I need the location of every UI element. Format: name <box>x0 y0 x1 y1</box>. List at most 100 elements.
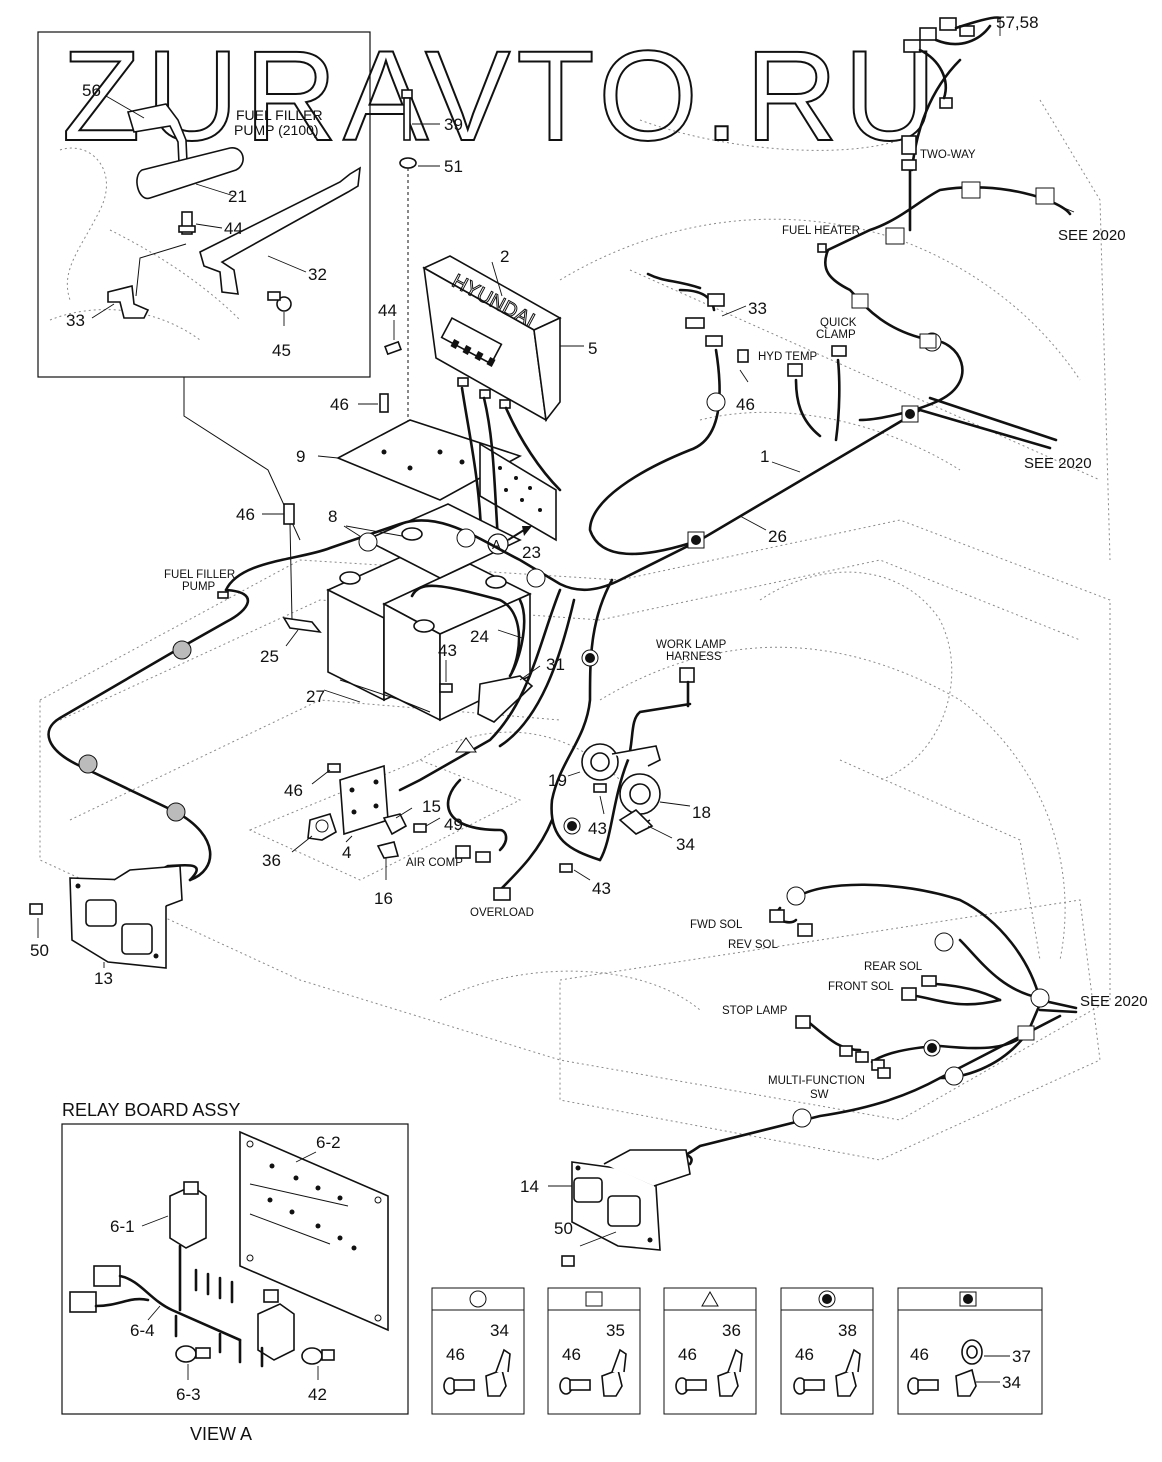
part-5-label: 5 <box>588 339 597 358</box>
lamp-13 <box>29 863 198 969</box>
svg-text:37: 37 <box>1012 1347 1031 1366</box>
fuel-filler-pump-callout-2: PUMP <box>182 581 216 593</box>
fwd-sol-callout: FWD SOL <box>690 919 743 931</box>
part-43a-label: 43 <box>438 641 457 660</box>
horns <box>567 743 691 839</box>
part-36-label: 36 <box>262 851 281 870</box>
main-harness <box>47 58 1072 892</box>
legend-open-circle: 46 34 <box>431 1287 525 1415</box>
part-13-label: 13 <box>94 969 113 988</box>
mounting-plate-9 <box>317 419 523 501</box>
part-8-label: 8 <box>328 507 337 526</box>
svg-text:46: 46 <box>795 1345 814 1364</box>
part-24-label: 24 <box>470 627 489 646</box>
controller-box: HYUNDAI <box>422 255 584 422</box>
work-lamp-connector <box>679 667 695 683</box>
part-46b-label: 46 <box>236 505 255 524</box>
part-14-label: 14 <box>520 1177 539 1196</box>
legend-filled-square: 46 37 34 <box>897 1287 1043 1415</box>
screw-44 <box>384 320 402 356</box>
svg-text:46: 46 <box>446 1345 465 1364</box>
fuel-filler-pump-2100-label-2: PUMP (2100) <box>234 122 319 138</box>
work-lamp-callout-1: WORK LAMP <box>656 639 727 651</box>
stop-lamp-callout: STOP LAMP <box>722 1005 788 1017</box>
svg-text:34: 34 <box>1002 1373 1021 1392</box>
screw-43-battery <box>439 660 453 693</box>
bolt-39 <box>399 89 440 470</box>
part-21-label: 21 <box>228 187 247 206</box>
part-6-1-label: 6-1 <box>110 1217 135 1236</box>
part-18-label: 18 <box>692 803 711 822</box>
part-39-label: 39 <box>444 115 463 134</box>
svg-text:46: 46 <box>910 1345 929 1364</box>
part-49-label: 49 <box>444 815 463 834</box>
part-57-58-label: 57,58 <box>996 13 1039 32</box>
part-33-label: 33 <box>66 311 85 330</box>
relay-board-title: RELAY BOARD ASSY <box>62 1100 240 1120</box>
controller-wire-2 <box>482 396 500 542</box>
inset-frame <box>37 31 371 378</box>
part-1-label: 1 <box>760 447 769 466</box>
legend-open-triangle: 46 36 <box>663 1287 757 1415</box>
hyd-temp-callout: HYD TEMP <box>758 351 818 363</box>
multi-function-callout-2: SW <box>810 1089 829 1101</box>
part-43c-label: 43 <box>592 879 611 898</box>
work-lamp-callout-2: HARNESS <box>666 651 722 663</box>
part-46a-label: 46 <box>330 395 349 414</box>
fuel-filler-pump-callout-1: FUEL FILLER <box>164 569 235 581</box>
relay-bracket-assembly <box>291 763 491 880</box>
ground-25 <box>262 503 322 647</box>
part-4-label: 4 <box>342 843 351 862</box>
fuel-filler-pump-connector <box>217 591 229 599</box>
see-2020-callout-a: SEE 2020 <box>1058 227 1126 244</box>
part-42-label: 42 <box>308 1385 327 1404</box>
part-6-2-label: 6-2 <box>316 1133 341 1152</box>
part-9-label: 9 <box>296 447 305 466</box>
quick-clamp-callout-2: CLAMP <box>816 329 856 341</box>
rear-harness <box>638 883 1078 1178</box>
svg-text:46: 46 <box>562 1345 581 1364</box>
svg-text:36: 36 <box>722 1321 741 1340</box>
part-46d-label: 46 <box>736 395 755 414</box>
part-25-label: 25 <box>260 647 279 666</box>
front-sol-callout: FRONT SOL <box>828 981 894 993</box>
battery-cable-31 <box>477 598 541 723</box>
screw-46-top <box>358 393 389 413</box>
part-23-label: 23 <box>522 543 541 562</box>
legend-filled-circle: 46 38 <box>780 1287 874 1415</box>
part-44b-label: 44 <box>378 301 397 320</box>
background-machine-outline <box>39 99 1111 1161</box>
part-43b-label: 43 <box>588 819 607 838</box>
part-32-label: 32 <box>308 265 327 284</box>
part-45-label: 45 <box>272 341 291 360</box>
see-2020-callout-c: SEE 2020 <box>1080 993 1148 1010</box>
part-2-label: 2 <box>500 247 509 266</box>
legend-open-square: 46 35 <box>547 1287 641 1415</box>
part-19-label: 19 <box>548 771 567 790</box>
quick-clamp-callout-1: QUICK <box>820 317 857 329</box>
clamp-legend: 46 34 46 35 46 36 <box>431 1287 1043 1415</box>
part-56-label: 56 <box>82 81 101 100</box>
part-16-label: 16 <box>374 889 393 908</box>
svg-text:46: 46 <box>678 1345 697 1364</box>
part-6-4-label: 6-4 <box>130 1321 155 1340</box>
part-33b-label: 33 <box>748 299 767 318</box>
part-26-label: 26 <box>768 527 787 546</box>
inset-fuel-filler-pump: 56 FUEL FILLER PUMP (2100) 21 44 32 33 4… <box>37 31 371 378</box>
part-46c-label: 46 <box>284 781 303 800</box>
watermark-text: ZURAVTO.RU <box>62 25 942 168</box>
part-50a-label: 50 <box>30 941 49 960</box>
svg-text:35: 35 <box>606 1321 625 1340</box>
rear-sol-callout: REAR SOL <box>864 961 923 973</box>
rev-sol-callout: REV SOL <box>728 939 778 951</box>
overload-callout: OVERLOAD <box>470 907 534 919</box>
part-26-leader <box>739 515 767 531</box>
svg-text:34: 34 <box>490 1321 509 1340</box>
part-6-3-label: 6-3 <box>176 1385 201 1404</box>
view-a-caption: VIEW A <box>190 1424 252 1444</box>
upper-right-connectors <box>685 16 1075 383</box>
two-way-callout: TWO-WAY <box>920 149 976 161</box>
svg-text:A: A <box>492 537 501 552</box>
part-50b-label: 50 <box>554 1219 573 1238</box>
